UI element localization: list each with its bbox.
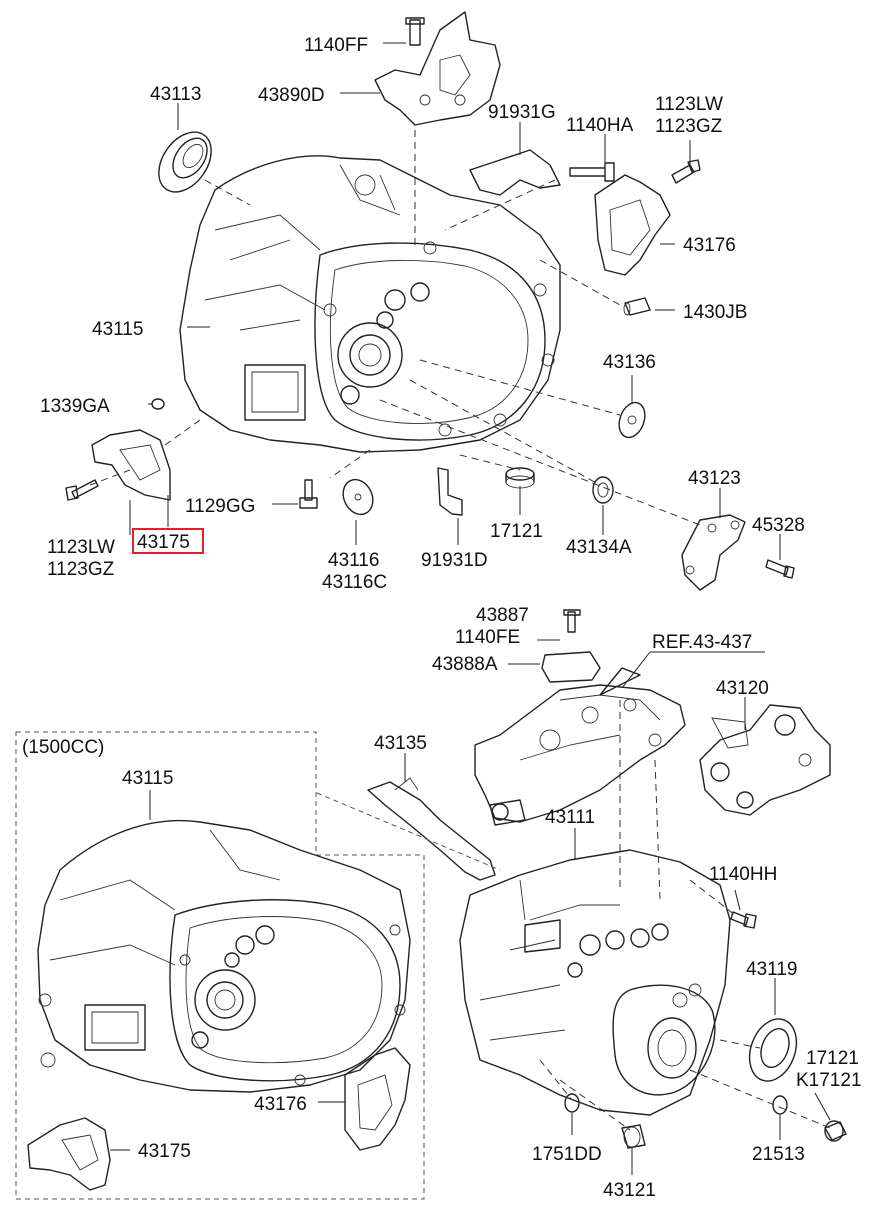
- label-1140HA: 1140HA: [566, 115, 634, 136]
- label-K17121: K17121: [796, 1070, 862, 1091]
- transaxle-case-top: [179, 155, 561, 453]
- bracket-43888A: [541, 609, 601, 683]
- label-43888A: 43888A: [432, 654, 498, 675]
- transaxle-case-43111: [459, 849, 731, 1116]
- label-43115-top: 43115: [92, 319, 143, 340]
- plug-17121-bottom: [824, 1120, 847, 1142]
- bolt-1129GG: [299, 479, 318, 509]
- label-1430JB: 1430JB: [683, 302, 747, 323]
- label-43123: 43123: [688, 468, 741, 489]
- label-1123LW-top: 1123LW: [655, 94, 723, 115]
- highlight-box-43175: [132, 528, 204, 554]
- label-1129GG: 1129GG: [185, 496, 255, 517]
- transaxle-case-1500cc: [37, 819, 411, 1093]
- bracket-91931G: [469, 149, 615, 196]
- label-1500cc: (1500CC): [22, 737, 104, 758]
- bracket-43175-bottom: [27, 1117, 111, 1191]
- seal-43134A: [592, 476, 614, 504]
- switch-43121: [621, 1124, 646, 1149]
- washer-43136: [618, 401, 646, 439]
- label-43121: 43121: [603, 1180, 656, 1201]
- bracket-91931D: [437, 467, 463, 516]
- plug-17121-top: [505, 467, 535, 489]
- label-1751DD: 1751DD: [532, 1144, 602, 1165]
- label-45328: 45328: [752, 515, 805, 536]
- label-1123GZ-top: 1123GZ: [655, 116, 723, 137]
- label-17121-top: 17121: [490, 521, 543, 542]
- label-43176-bottom: 43176: [254, 1094, 307, 1115]
- plug-1339GA: [151, 398, 165, 410]
- label-21513: 21513: [752, 1144, 805, 1165]
- assembly-lines-bottom: [316, 700, 831, 1131]
- plate-43116: [342, 478, 374, 516]
- bracket-43175-top: [65, 429, 171, 501]
- breather-43135: [367, 777, 496, 881]
- part-labels: 1140FF 43890D 43113 91931G 1140HA 1123LW…: [22, 35, 862, 1201]
- label-ref-43-437: REF.43-437: [652, 632, 752, 653]
- label-43175-bottom: 43175: [138, 1141, 191, 1162]
- label-43113: 43113: [150, 84, 201, 105]
- washer-1751DD: [564, 1093, 580, 1113]
- bracket-43120: [699, 704, 831, 816]
- oil-seal-43119: [748, 1018, 798, 1082]
- label-1339GA: 1339GA: [40, 396, 110, 417]
- leader-lines: [110, 42, 831, 1175]
- plate-43123: [681, 514, 795, 591]
- assembly-lines-top: [89, 130, 701, 526]
- label-43175-highlighted: 43175: [137, 532, 190, 553]
- label-43890D: 43890D: [258, 85, 325, 106]
- bracket-43176-top: [594, 159, 701, 276]
- label-43134A: 43134A: [566, 537, 632, 558]
- bracket-43176-bottom: [344, 1047, 411, 1151]
- label-1140FF: 1140FF: [304, 35, 368, 56]
- washer-21513: [772, 1095, 788, 1115]
- label-17121-bottom: 17121: [806, 1048, 859, 1069]
- label-91931D: 91931D: [421, 550, 488, 571]
- label-91931G: 91931G: [488, 102, 556, 123]
- pin-1430JB: [623, 297, 651, 316]
- label-1140HH: 1140HH: [709, 864, 777, 885]
- variant-box-1500cc: [15, 731, 425, 1200]
- label-1123GZ-left: 1123GZ: [47, 559, 115, 580]
- label-1123LW-left: 1123LW: [47, 537, 115, 558]
- label-1140FE: 1140FE: [455, 627, 520, 648]
- label-43135: 43135: [374, 733, 427, 754]
- label-43136: 43136: [603, 352, 656, 373]
- label-43119: 43119: [746, 959, 797, 980]
- label-43116: 43116: [328, 550, 379, 571]
- oil-seal-43113: [158, 131, 212, 193]
- label-43111: 43111: [545, 807, 595, 828]
- label-43115-bottom: 43115: [122, 768, 173, 789]
- label-43176-top: 43176: [683, 235, 736, 256]
- control-assembly-ref: [474, 667, 686, 826]
- label-43116C: 43116C: [322, 572, 387, 593]
- shift-bracket-43890D: [374, 11, 501, 126]
- bolt-1140HH: [730, 911, 757, 929]
- label-43120: 43120: [716, 678, 769, 699]
- label-43887: 43887: [476, 605, 529, 626]
